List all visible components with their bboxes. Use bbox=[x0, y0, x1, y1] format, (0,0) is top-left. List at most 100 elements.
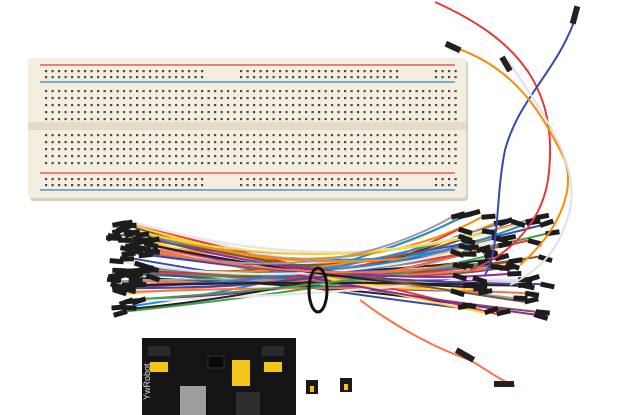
breadboard-hole bbox=[415, 155, 418, 158]
breadboard-hole bbox=[298, 90, 301, 93]
breadboard-hole bbox=[246, 76, 249, 79]
breadboard-hole bbox=[428, 104, 431, 107]
long-wire-pin-lower2 bbox=[454, 347, 476, 363]
breadboard-hole bbox=[311, 178, 314, 181]
breadboard-hole bbox=[357, 134, 360, 137]
breadboard-hole bbox=[350, 111, 353, 114]
breadboard-hole bbox=[292, 141, 295, 144]
breadboard-hole bbox=[246, 141, 249, 144]
breadboard-hole bbox=[396, 184, 399, 187]
breadboard-hole bbox=[246, 134, 249, 137]
breadboard-hole bbox=[292, 111, 295, 114]
breadboard-hole bbox=[201, 155, 204, 158]
breadboard-hole bbox=[123, 111, 126, 114]
wire-pin bbox=[458, 262, 474, 269]
breadboard-hole bbox=[51, 162, 54, 165]
breadboard-hole bbox=[376, 162, 379, 165]
breadboard-hole bbox=[305, 118, 308, 121]
breadboard-hole bbox=[435, 155, 438, 158]
breadboard-hole bbox=[266, 141, 269, 144]
breadboard-hole bbox=[311, 162, 314, 165]
breadboard-hole bbox=[441, 184, 444, 187]
breadboard-hole bbox=[331, 178, 334, 181]
breadboard-hole bbox=[389, 162, 392, 165]
breadboard-hole bbox=[337, 70, 340, 73]
breadboard-hole bbox=[435, 97, 438, 100]
breadboard-hole bbox=[45, 141, 48, 144]
breadboard-hole bbox=[428, 118, 431, 121]
breadboard-hole bbox=[45, 97, 48, 100]
breadboard-hole bbox=[272, 118, 275, 121]
breadboard-hole bbox=[123, 97, 126, 100]
breadboard-hole bbox=[201, 184, 204, 187]
breadboard-hole bbox=[240, 76, 243, 79]
breadboard-hole bbox=[136, 111, 139, 114]
breadboard-hole bbox=[389, 90, 392, 93]
breadboard-hole bbox=[162, 141, 165, 144]
breadboard-hole bbox=[396, 162, 399, 165]
breadboard-hole bbox=[376, 155, 379, 158]
breadboard-hole bbox=[220, 111, 223, 114]
breadboard-hole bbox=[298, 141, 301, 144]
breadboard-hole bbox=[214, 134, 217, 137]
breadboard-hole bbox=[142, 134, 145, 137]
breadboard-hole bbox=[422, 104, 425, 107]
breadboard-hole bbox=[305, 134, 308, 137]
breadboard-hole bbox=[441, 97, 444, 100]
breadboard-hole bbox=[51, 70, 54, 73]
breadboard-hole bbox=[207, 134, 210, 137]
breadboard-hole bbox=[454, 134, 457, 137]
breadboard-hole bbox=[136, 70, 139, 73]
breadboard-hole bbox=[149, 178, 152, 181]
breadboard-hole bbox=[90, 148, 93, 151]
breadboard-hole bbox=[220, 90, 223, 93]
breadboard-hole bbox=[84, 70, 87, 73]
breadboard-hole bbox=[344, 162, 347, 165]
breadboard-hole bbox=[253, 118, 256, 121]
breadboard-hole bbox=[175, 70, 178, 73]
breadboard-hole bbox=[77, 70, 80, 73]
breadboard-hole bbox=[344, 134, 347, 137]
breadboard-hole bbox=[45, 76, 48, 79]
breadboard-hole bbox=[142, 162, 145, 165]
breadboard-hole bbox=[279, 134, 282, 137]
breadboard-hole bbox=[376, 104, 379, 107]
breadboard-hole bbox=[220, 104, 223, 107]
breadboard-hole bbox=[162, 162, 165, 165]
breadboard-hole bbox=[409, 155, 412, 158]
breadboard-hole bbox=[45, 90, 48, 93]
breadboard-hole bbox=[383, 76, 386, 79]
breadboard-hole bbox=[454, 111, 457, 114]
breadboard-hole bbox=[428, 155, 431, 158]
breadboard-hole bbox=[357, 162, 360, 165]
breadboard-hole bbox=[97, 104, 100, 107]
breadboard-hole bbox=[194, 97, 197, 100]
wire-pin bbox=[116, 268, 131, 274]
breadboard-hole bbox=[350, 97, 353, 100]
breadboard-hole bbox=[389, 104, 392, 107]
breadboard-hole bbox=[201, 178, 204, 181]
breadboard-hole bbox=[129, 97, 132, 100]
breadboard-hole bbox=[396, 76, 399, 79]
breadboard-hole bbox=[227, 118, 230, 121]
breadboard-hole bbox=[97, 111, 100, 114]
breadboard-hole bbox=[396, 148, 399, 151]
breadboard-hole bbox=[90, 184, 93, 187]
breadboard-hole bbox=[253, 97, 256, 100]
breadboard-hole bbox=[305, 104, 308, 107]
breadboard-hole bbox=[142, 90, 145, 93]
breadboard-hole bbox=[149, 118, 152, 121]
breadboard-hole bbox=[220, 97, 223, 100]
breadboard-hole bbox=[435, 104, 438, 107]
breadboard-hole bbox=[266, 134, 269, 137]
breadboard-hole bbox=[415, 118, 418, 121]
wire-pin bbox=[111, 283, 127, 292]
breadboard-hole bbox=[194, 178, 197, 181]
breadboard-hole bbox=[259, 134, 262, 137]
breadboard-hole bbox=[194, 104, 197, 107]
breadboard-hole bbox=[194, 148, 197, 151]
breadboard-hole bbox=[71, 184, 74, 187]
breadboard-hole bbox=[155, 90, 158, 93]
breadboard-hole bbox=[363, 155, 366, 158]
breadboard-hole bbox=[58, 134, 61, 137]
